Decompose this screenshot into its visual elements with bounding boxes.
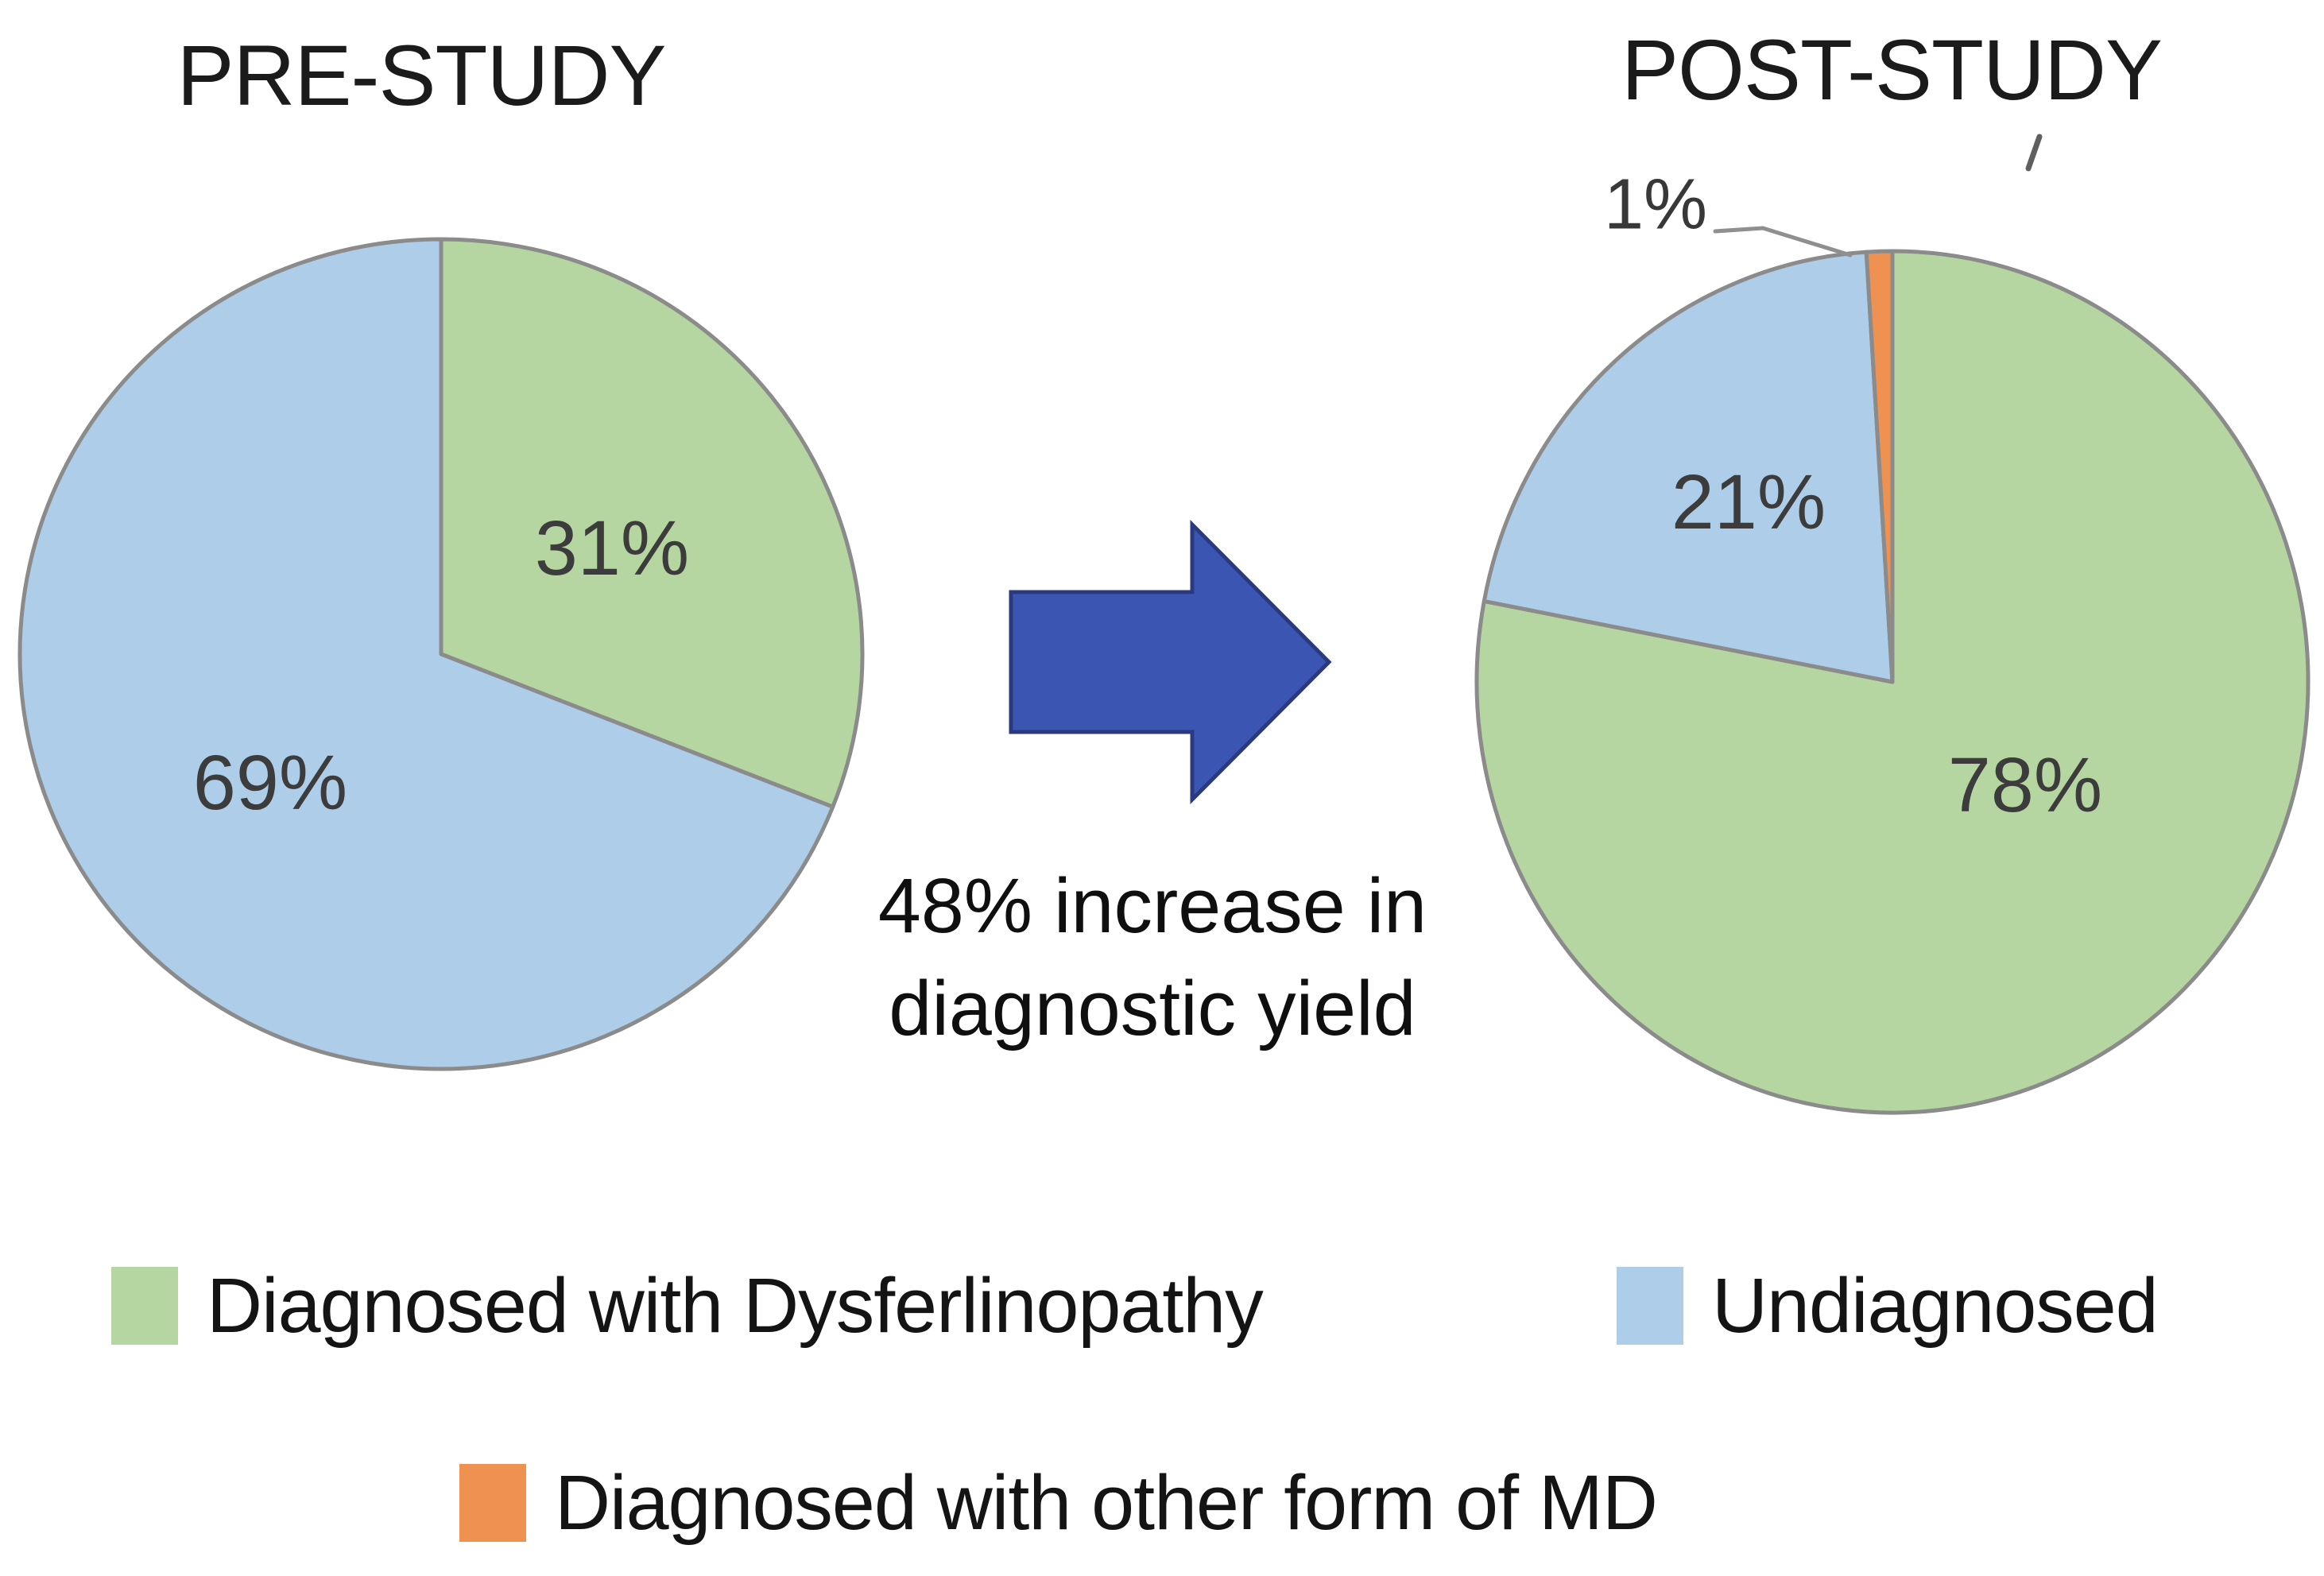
stray-tick-mark: [2025, 134, 2043, 172]
legend-swatch-blue: [1617, 1267, 1683, 1345]
legend-label-other-md: Diagnosed with other form of MD: [555, 1459, 1658, 1546]
post-pie-green-pct-label: 78%: [1947, 742, 2103, 828]
pie-slice-post-1: [1482, 250, 1895, 684]
callout-leader-line: [1713, 226, 1853, 258]
pre-study-pie: [17, 237, 865, 1071]
legend-swatch-orange: [459, 1464, 526, 1542]
pre-pie-green-pct-label: 31%: [534, 505, 690, 591]
pie-slice-pre-0: [439, 237, 865, 809]
arrow-caption-line2: diagnostic yield: [889, 965, 1416, 1051]
legend-label-dysferlinopathy: Diagnosed with Dysferlinopathy: [207, 1262, 1264, 1349]
pre-study-title: PRE-STUDY: [176, 27, 666, 123]
pie-slice-pre-1: [17, 237, 835, 1071]
legend-label-undiagnosed: Undiagnosed: [1712, 1262, 2159, 1349]
legend-swatch-green: [111, 1267, 178, 1345]
legend-item-dysferlinopathy: Diagnosed with Dysferlinopathy: [111, 1254, 1264, 1357]
legend-item-undiagnosed: Undiagnosed: [1617, 1254, 2159, 1357]
legend-item-other-md: Diagnosed with other form of MD: [459, 1451, 1658, 1555]
pre-pie-blue-pct-label: 69%: [192, 739, 348, 826]
post-study-pie: [1474, 249, 2310, 1115]
arrow-caption-line1: 48% increase in: [877, 862, 1427, 949]
post-study-title: POST-STUDY: [1621, 21, 2163, 118]
post-pie-blue-pct-label: 21%: [1671, 459, 1826, 545]
pie-slice-post-2: [1864, 249, 1895, 684]
arrow-caption: 48% increase in diagnostic yield: [803, 854, 1502, 1059]
transition-arrow-icon: [1009, 519, 1332, 805]
post-pie-orange-callout-label: 1%: [1603, 165, 1708, 245]
